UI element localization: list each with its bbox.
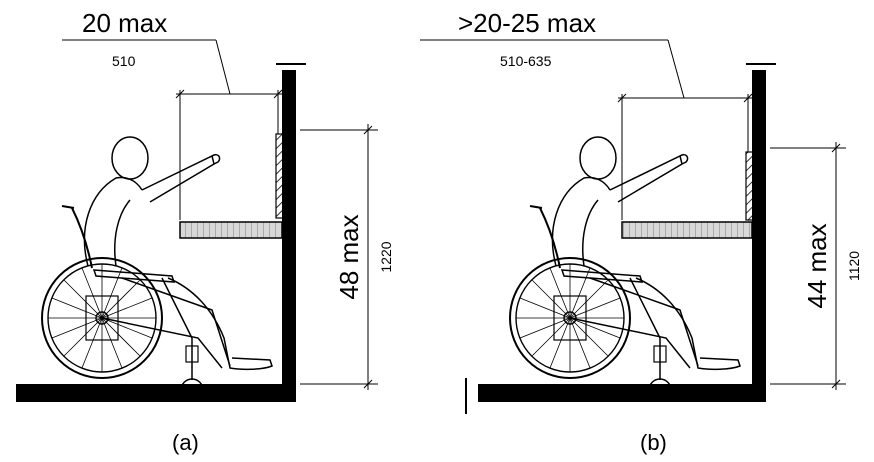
counter-b (621, 221, 753, 239)
counter-a (179, 221, 283, 239)
reach-label-a: 20 max (82, 8, 167, 38)
reach-metric-b: 510-635 (500, 53, 552, 69)
wall-control-b (745, 151, 759, 221)
reach-label-b: >20-25 max (458, 8, 596, 38)
reach-dimension-a (62, 39, 284, 220)
height-label-b: 44 max (802, 223, 832, 308)
panel-b: >20-25 max 510-635 44 max 1120 (b) (420, 8, 862, 455)
caption-b: (b) (640, 430, 667, 455)
height-metric-a: 1220 (378, 241, 394, 272)
height-metric-b: 1120 (846, 251, 862, 281)
reach-metric-a: 510 (112, 53, 136, 69)
height-label-a: 48 max (334, 214, 364, 299)
wall-control-a (275, 133, 289, 219)
caption-a: (a) (172, 430, 199, 455)
reach-dimension-b (420, 39, 754, 220)
height-dimension-b (770, 142, 846, 390)
height-dimension-a (300, 124, 378, 390)
panel-a: 20 max 510 48 max 1220 (a) (16, 8, 394, 455)
